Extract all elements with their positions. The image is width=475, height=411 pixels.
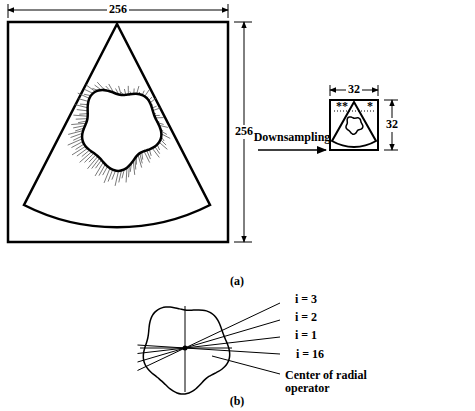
index-label: i = 2 — [293, 311, 319, 324]
hatch-stroke — [115, 171, 118, 186]
hatch-stroke — [73, 136, 82, 140]
hatch-stroke — [76, 118, 88, 120]
dimension-tick — [8, 4, 9, 18]
process-arrow — [258, 149, 326, 151]
hatch-stroke — [84, 89, 93, 93]
dimension-label: 256 — [107, 3, 129, 16]
hatch-stroke — [84, 153, 93, 162]
panel-label: (a) — [228, 275, 246, 288]
hatch-stroke — [78, 93, 90, 98]
process-label: Downsampling — [252, 131, 333, 144]
hatch-stroke — [71, 123, 86, 124]
hatch-stroke — [138, 155, 142, 168]
radial-ray — [138, 303, 281, 371]
hatch-stroke — [78, 99, 88, 102]
dimension-tick — [384, 100, 398, 101]
marker-symbol: * — [365, 100, 375, 113]
radial-ray — [138, 337, 281, 354]
marker-symbol: ** — [334, 100, 350, 113]
leader-line — [212, 356, 280, 374]
image-frame — [8, 22, 228, 242]
hatch-stroke — [96, 160, 102, 168]
radial-ray — [138, 345, 281, 354]
hatch-stroke — [152, 148, 159, 157]
dimension-tick — [234, 242, 252, 243]
hatch-stroke — [112, 171, 116, 180]
dimension-label: 32 — [384, 118, 400, 131]
hatch-stroke — [71, 133, 83, 137]
hatch-stroke — [99, 164, 105, 175]
dimension-label: 256 — [233, 125, 255, 138]
image-frame-small — [330, 100, 378, 150]
hatch-stroke — [77, 110, 88, 111]
cavity-outline — [143, 307, 229, 394]
hatch-stroke — [119, 170, 122, 182]
hatch-stroke — [79, 113, 87, 115]
cavity-outline-small — [346, 117, 363, 134]
callout-label: Center of radial operator — [283, 369, 399, 395]
radial-ray — [138, 320, 281, 362]
index-label: i = 16 — [294, 348, 326, 361]
dimension-label: 32 — [346, 83, 362, 96]
hatch-stroke — [82, 150, 90, 157]
index-label: i = 3 — [293, 293, 319, 306]
sector-scan — [24, 24, 210, 227]
hatch-stroke — [144, 151, 150, 162]
hatch-stroke — [73, 115, 87, 116]
hatch-stroke — [133, 161, 134, 175]
hatch-stroke — [89, 155, 96, 162]
hatch-stroke — [95, 162, 103, 176]
hatch-stroke — [92, 158, 100, 168]
index-label: i = 1 — [293, 329, 319, 342]
operator-center — [183, 346, 188, 351]
dimension-tick — [378, 85, 379, 96]
hatch-stroke — [161, 134, 170, 139]
hatch-stroke — [74, 104, 87, 107]
dimension-tick — [330, 85, 331, 96]
panel-label: (b) — [228, 395, 247, 408]
hatch-stroke — [159, 142, 167, 149]
cavity-outline — [82, 90, 161, 171]
dimension-tick — [228, 4, 229, 18]
hatch-stroke — [86, 85, 96, 92]
hatch-stroke — [77, 148, 88, 156]
dimension-tick — [234, 22, 252, 23]
dimension-tick — [384, 150, 398, 151]
